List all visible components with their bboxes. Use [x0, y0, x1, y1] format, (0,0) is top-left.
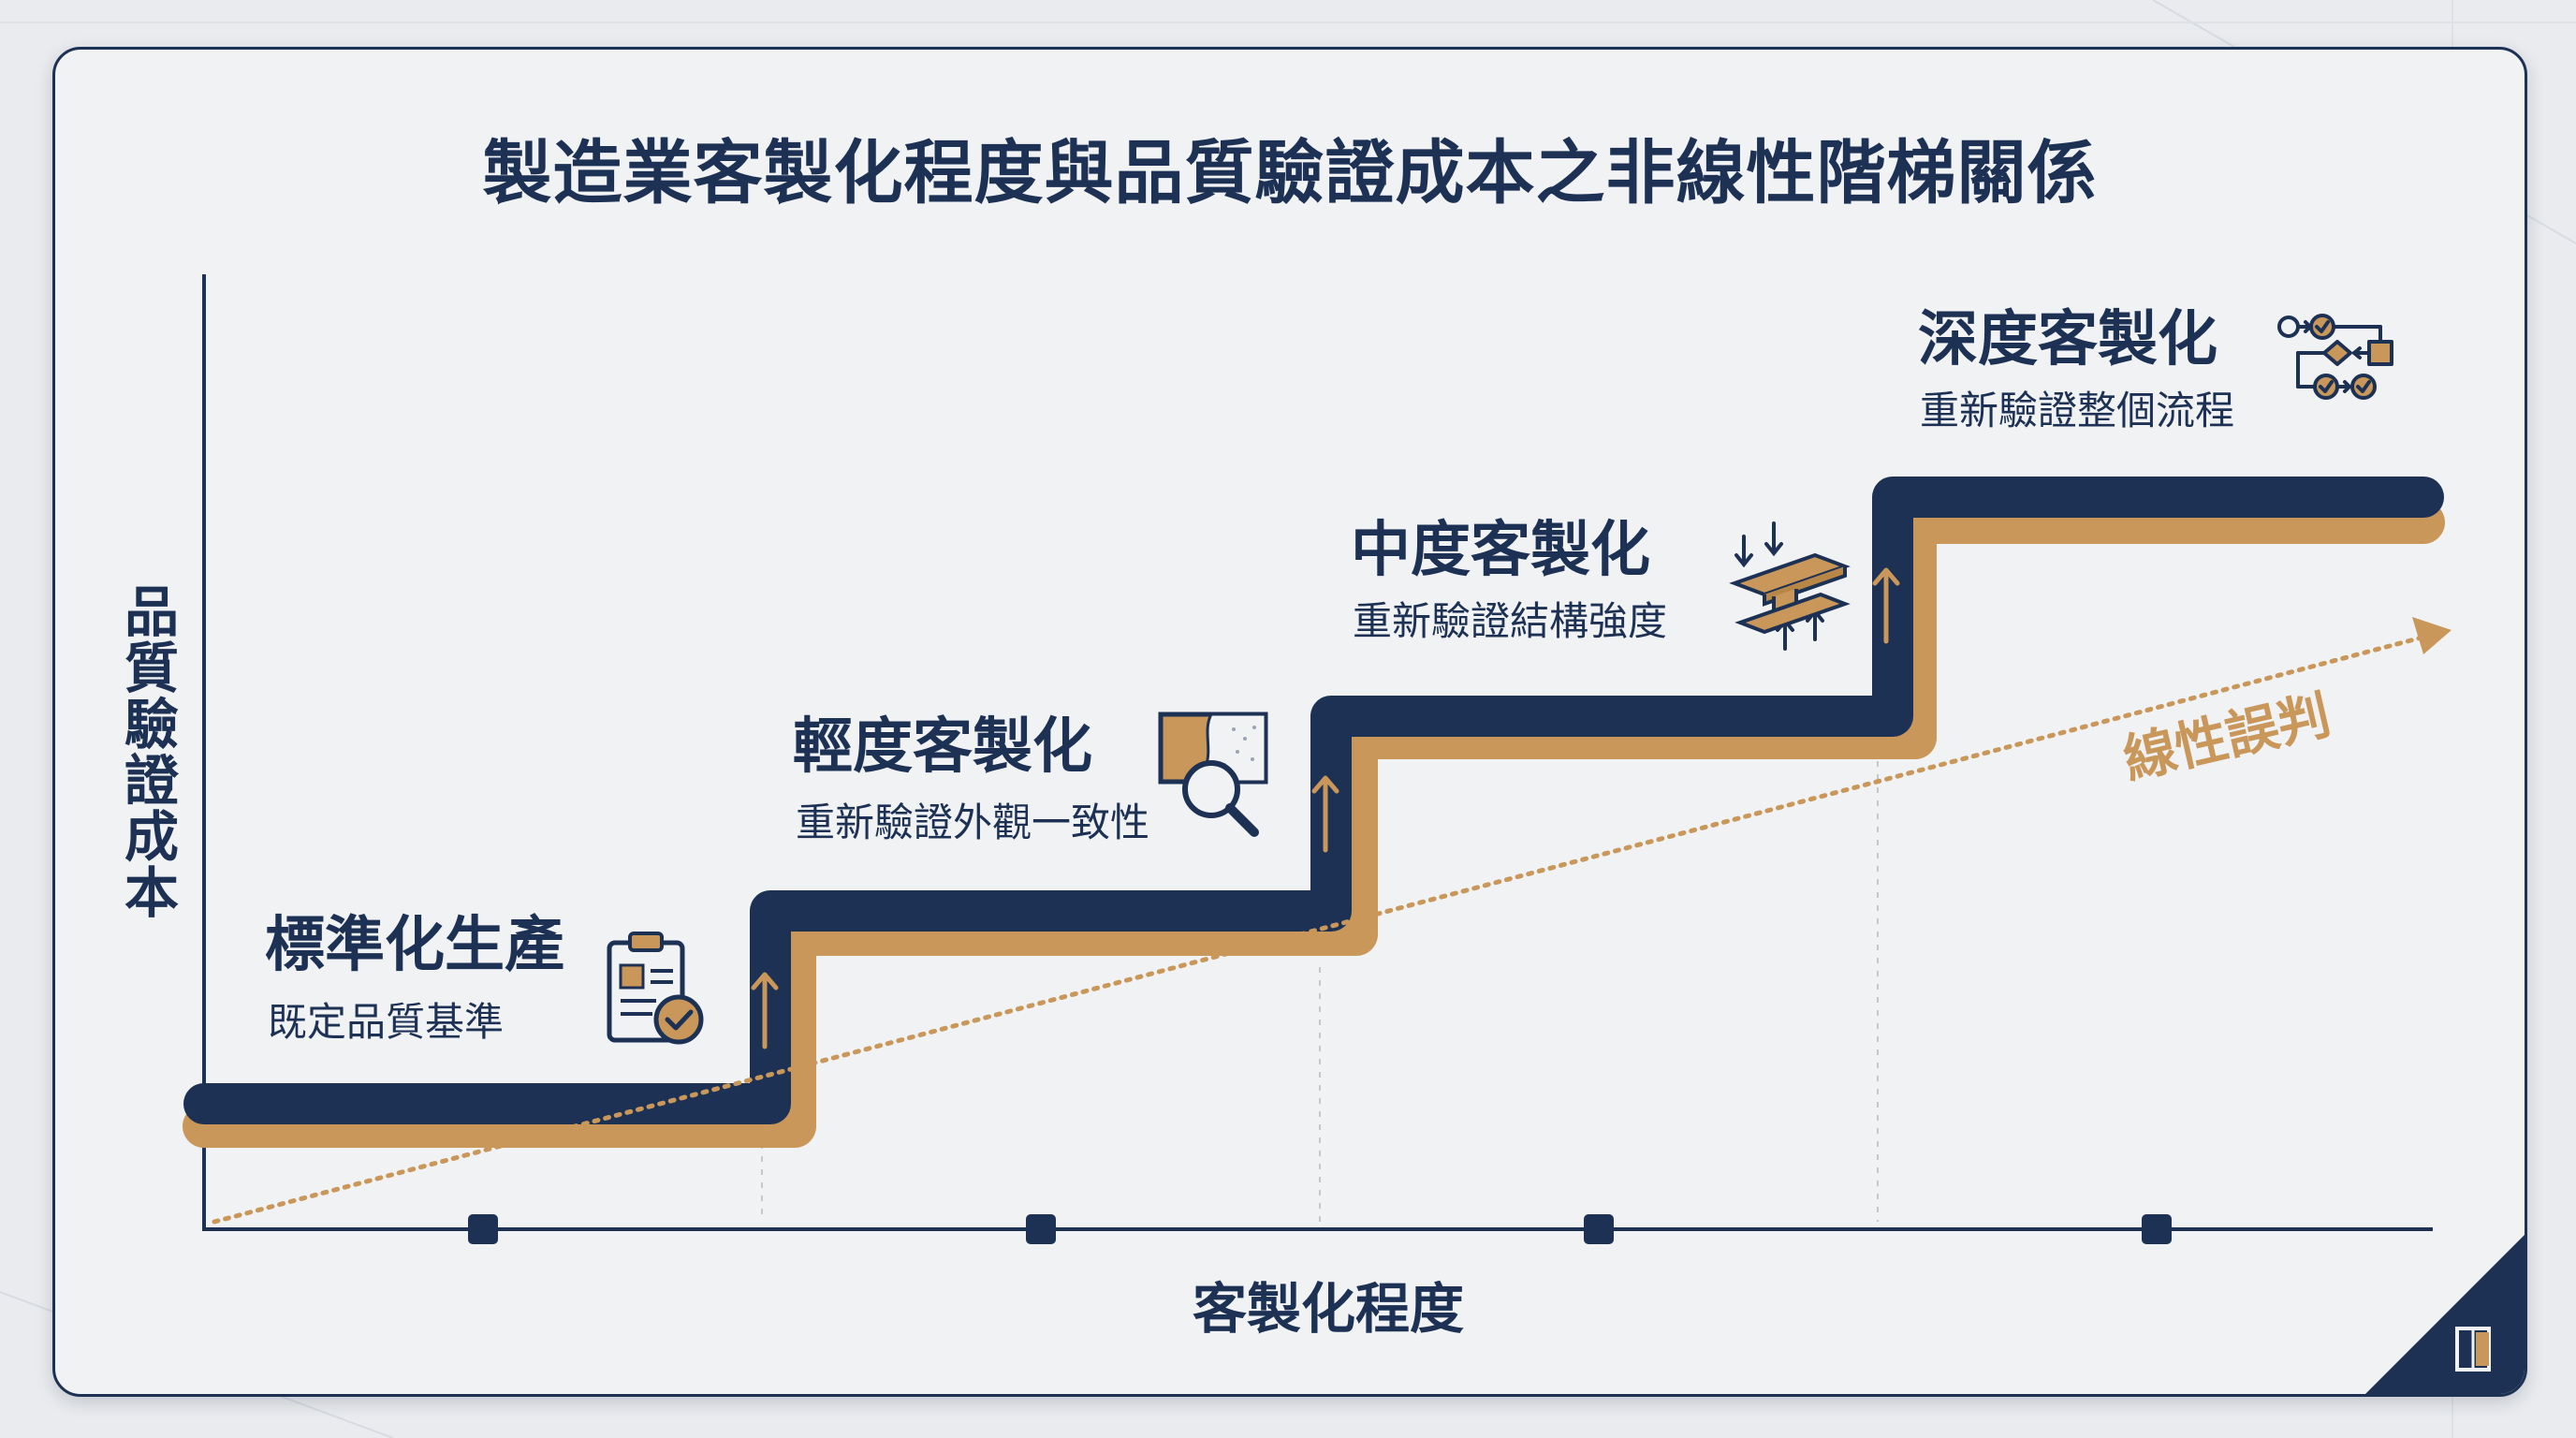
- stage-deep-desc: 重新驗證整個流程: [1920, 388, 2235, 433]
- i-beam-load-icon: [1729, 521, 1851, 651]
- book-icon: [2455, 1327, 2491, 1372]
- stage-medium-name: 中度客製化: [1351, 516, 1650, 585]
- staircase-diagram: [183, 274, 2452, 1244]
- stage-standard-name: 標準化生產: [265, 911, 564, 980]
- stage-light-name: 輕度客製化: [793, 712, 1092, 782]
- x-axis-label: 客製化程度: [1192, 1277, 1464, 1341]
- riser-arrows: [751, 567, 1900, 1049]
- x-axis-markers: [468, 1214, 2172, 1244]
- diagram-title: 製造業客製化程度與品質驗證成本之非線性階梯關係: [482, 133, 2098, 213]
- stage-standard-desc: 既定品質基準: [268, 999, 505, 1045]
- y-axis-label: 品質驗證成本: [115, 583, 179, 920]
- stage-light-desc: 重新驗證外觀一致性: [796, 800, 1150, 845]
- process-flow-icon: [2277, 314, 2393, 400]
- stage-medium-desc: 重新驗證結構強度: [1353, 598, 1668, 644]
- diagram-card: 製造業客製化程度與品質驗證成本之非線性階梯關係 品質驗證成本: [52, 47, 2527, 1397]
- linear-misjudge-line: [212, 635, 2424, 1225]
- staircase-line: [183, 477, 2444, 1124]
- linear-misjudge-arrowhead: [2412, 617, 2452, 654]
- stage-deep-name: 深度客製化: [1918, 305, 2217, 374]
- corner-logo: [2365, 1235, 2525, 1394]
- staircase-shadow: [183, 501, 2445, 1148]
- magnifier-surface-icon: [1158, 712, 1268, 837]
- clipboard-check-icon: [607, 932, 704, 1045]
